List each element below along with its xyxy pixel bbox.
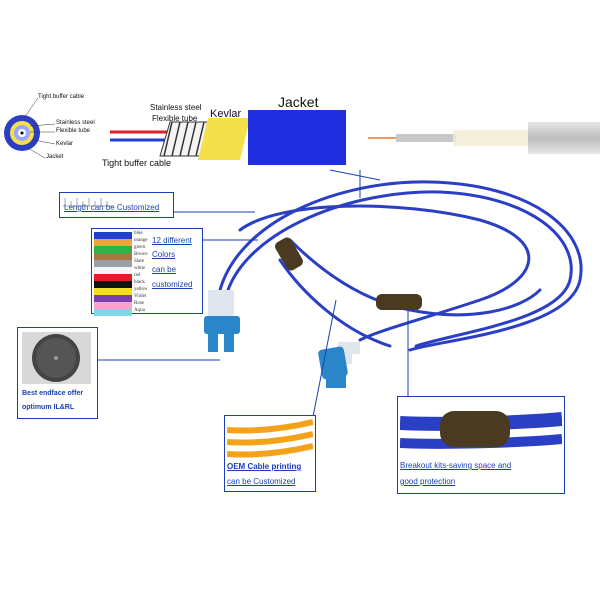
breakout-callout: Breakout kits-saving space and good prot… bbox=[397, 396, 565, 494]
colors-line1: 12 different bbox=[152, 236, 192, 245]
breakout-line1: Breakout kits-saving space and bbox=[400, 461, 512, 470]
oem-cable-icon bbox=[226, 419, 314, 458]
cs-label-tight-buffer: Tight buffer cable bbox=[38, 94, 85, 100]
color-swatch-label: yellow bbox=[134, 287, 148, 292]
endface-line2: optimum IL&RL bbox=[22, 404, 75, 411]
color-swatch-label: Brown bbox=[134, 252, 148, 257]
cable-layers-diagram bbox=[100, 100, 360, 180]
ruler-icon bbox=[63, 198, 113, 207]
color-swatch-3: Brown bbox=[94, 252, 148, 260]
color-swatch-label: black bbox=[134, 280, 145, 285]
endface-image bbox=[22, 332, 91, 384]
endface-icon bbox=[32, 334, 80, 382]
colors-line3: can be bbox=[152, 265, 177, 274]
oem-line1: OEM Cable printing bbox=[227, 462, 302, 471]
color-swatch-11: Aqua bbox=[94, 308, 145, 316]
length-label: Length can be Customized bbox=[64, 203, 160, 212]
color-swatch-8: yellow bbox=[94, 287, 148, 295]
color-swatch-label: white bbox=[134, 266, 146, 271]
colors-line4: customized bbox=[152, 280, 193, 289]
cs-label-jacket: Jacket bbox=[46, 154, 64, 160]
color-swatch-4: Slate bbox=[94, 259, 144, 267]
oem-callout: OEM Cable printing can be Customized bbox=[224, 415, 316, 492]
color-swatch-label: red bbox=[134, 273, 141, 278]
endface-line1: Best endface offer bbox=[22, 390, 84, 397]
color-swatch-7: black bbox=[94, 280, 145, 288]
color-swatch-0: blue bbox=[94, 231, 143, 239]
stripped-cable-photo bbox=[358, 108, 600, 168]
color-swatch-label: Aqua bbox=[134, 308, 145, 313]
color-swatch-10: Rose bbox=[94, 301, 144, 309]
color-swatch-9: Violet bbox=[94, 294, 146, 302]
cross-section-icon bbox=[4, 97, 56, 159]
oem-image bbox=[226, 418, 314, 458]
cs-label-kevlar: Kevlar bbox=[56, 141, 74, 147]
color-swatch-label: blue bbox=[134, 231, 143, 236]
color-swatch-label: Rose bbox=[134, 301, 144, 306]
patch-cord-icon bbox=[204, 180, 583, 388]
color-swatch-label: orange bbox=[134, 238, 148, 243]
color-swatch-1: orange bbox=[94, 238, 148, 246]
color-swatch-label: Violet bbox=[134, 294, 147, 299]
patch-cord-assembly bbox=[180, 160, 600, 410]
cable-layers-icon bbox=[110, 110, 346, 165]
endface-callout: Best endface offer optimum IL&RL bbox=[17, 327, 98, 419]
breakout-kit-icon bbox=[399, 411, 563, 449]
layer-label-stainless: Stainless steel bbox=[150, 103, 202, 112]
color-swatch-label: green bbox=[134, 245, 146, 250]
colors-line2: Colors bbox=[152, 250, 176, 259]
layer-label-kevlar: Kevlar bbox=[210, 108, 242, 120]
layer-label-jacket: Jacket bbox=[278, 94, 319, 110]
length-callout: Length can be Customized bbox=[59, 192, 174, 218]
layer-label-flexible: Flexible tube bbox=[152, 114, 198, 123]
color-swatch-6: red bbox=[94, 273, 140, 281]
breakout-line2: good protection bbox=[400, 477, 456, 486]
color-swatch-label: Slate bbox=[134, 259, 144, 264]
cs-label-stainless: Stainless steel bbox=[56, 120, 95, 126]
breakout-image bbox=[399, 399, 563, 455]
stripped-cable-icon bbox=[368, 122, 600, 154]
oem-line2: can be Customized bbox=[227, 477, 296, 486]
color-swatch-5: white bbox=[94, 266, 145, 274]
layer-label-tight-buffer: Tight buffer cable bbox=[102, 158, 172, 168]
cs-label-flexible: Flexible tube bbox=[56, 128, 91, 134]
color-swatch-2: green bbox=[94, 245, 145, 253]
cross-section-diagram bbox=[0, 88, 90, 168]
